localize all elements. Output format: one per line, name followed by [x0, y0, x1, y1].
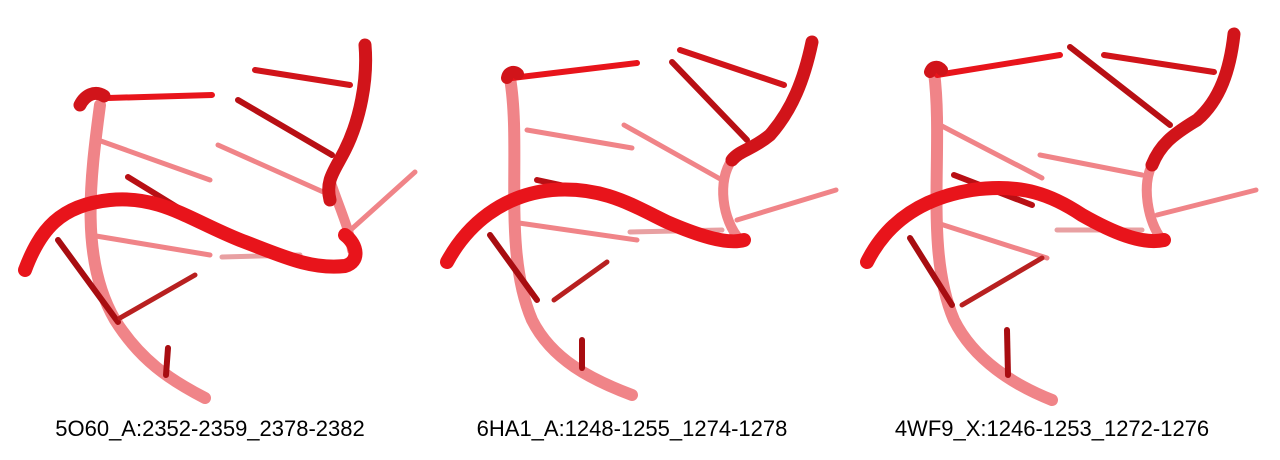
- structure-label-2: 6HA1_A:1248-1255_1274-1278: [476, 416, 788, 441]
- backbone-upper: [322, 38, 373, 207]
- structure-label-1: 5O60_A:2352-2359_2378-2382: [55, 416, 365, 441]
- structure-label-3: 4WF9_X:1246-1253_1272-1276: [894, 416, 1210, 441]
- structure-panel-1: 5O60_A:2352-2359_2378-2382: [0, 0, 420, 460]
- rna-structure-3: [860, 27, 1259, 406]
- structure-panel-3: 4WF9_X:1246-1253_1272-1276: [842, 0, 1262, 460]
- rna-structure-1: [18, 38, 418, 404]
- rna-structure-2: [440, 35, 839, 401]
- backbone-front: [18, 192, 363, 277]
- structure-panel-2: 6HA1_A:1248-1255_1274-1278: [422, 0, 842, 460]
